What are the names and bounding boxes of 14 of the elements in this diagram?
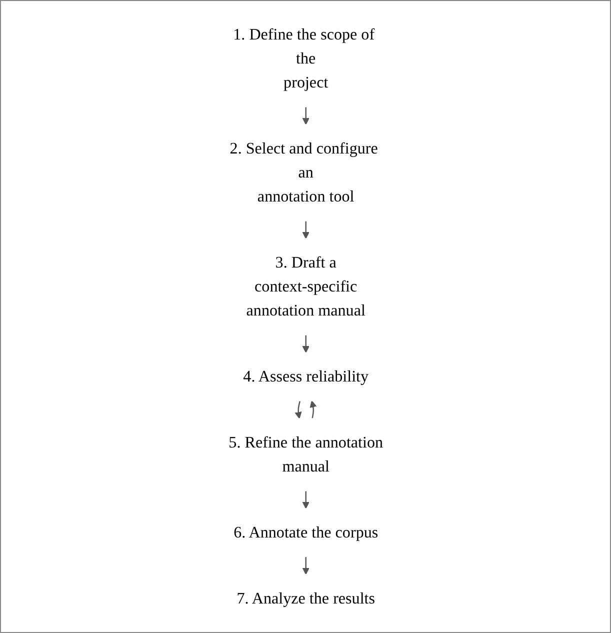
node-text: 5. Refine the annotation manual: [228, 434, 383, 476]
arrow: [302, 334, 310, 353]
arrow: [294, 400, 302, 419]
arrow: [302, 220, 310, 239]
node-text: 7. Analyze the results: [236, 590, 375, 608]
node-text: 3. Draft a context-specific annotation manual: [246, 254, 366, 320]
node-text: 2. Select and configure an annotation tool: [229, 140, 378, 206]
arrow: [309, 400, 316, 419]
node-text: 4. Assess reliability: [242, 368, 368, 386]
arrow: [302, 556, 310, 575]
node-text: 1. Define the scope of the project: [232, 26, 374, 92]
arrow: [302, 490, 310, 509]
node-text: 6. Annotate the corpus: [233, 524, 378, 542]
arrow: [302, 106, 310, 125]
